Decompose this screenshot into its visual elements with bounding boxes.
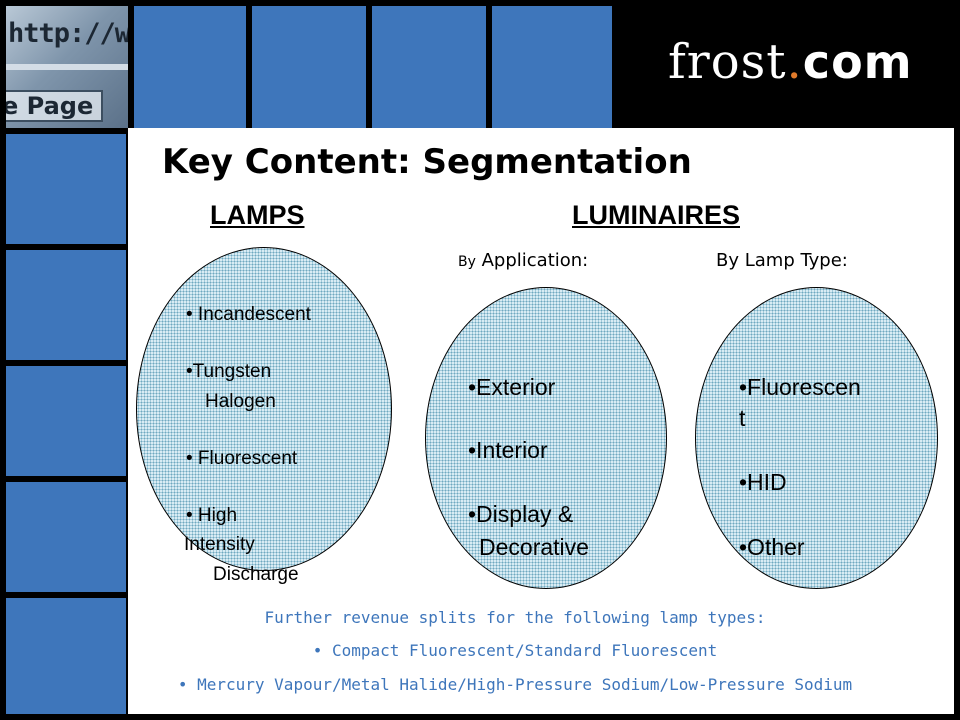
lamps-heading: LAMPS <box>210 200 305 230</box>
list-item: •Fluorescen <box>739 374 861 400</box>
photo-address-bar <box>6 64 128 70</box>
list-item: Halogen <box>205 391 276 412</box>
list-item: t <box>739 405 746 431</box>
list-item: •HID <box>739 469 787 495</box>
list-item: Decorative <box>479 534 589 560</box>
by-application-prefix: By <box>458 254 476 270</box>
header-tile <box>134 6 246 128</box>
list-item: •Display & <box>468 501 574 527</box>
revenue-note-bullet: • Compact Fluorescent/Standard Fluoresce… <box>312 641 718 660</box>
side-tile <box>6 482 126 592</box>
side-tile <box>6 250 126 360</box>
list-item: • Incandescent <box>186 304 311 325</box>
frost-logo: frost.com <box>668 34 913 90</box>
by-application-label: By Application: <box>458 250 588 271</box>
list-item: •Interior <box>468 437 548 463</box>
list-item: Discharge <box>213 564 299 585</box>
slide-title: Key Content: Segmentation <box>162 142 692 182</box>
list-item: •Tungsten <box>186 361 272 382</box>
header-tile <box>492 6 612 128</box>
revenue-note: Further revenue splits for the following… <box>264 608 766 627</box>
logo-suffix: com <box>802 35 913 89</box>
luminaires-heading: LUMINAIRES <box>572 200 740 230</box>
header-tile <box>372 6 486 128</box>
revenue-note-bullet: • Mercury Vapour/Metal Halide/High-Press… <box>177 675 853 694</box>
by-application-text: Application: <box>475 250 589 271</box>
photo-page-text: e Page <box>6 90 104 122</box>
side-tile <box>6 366 126 476</box>
list-item: •Other <box>739 534 805 560</box>
by-lamp-type-label: By Lamp Type: <box>716 250 848 271</box>
logo-panel: frost.com <box>618 6 954 128</box>
header-tile <box>252 6 366 128</box>
list-item: • High <box>186 505 238 526</box>
list-item: • Fluorescent <box>186 448 298 469</box>
lamp-type-oval <box>695 287 938 589</box>
side-tile <box>6 134 126 244</box>
logo-text: frost <box>668 34 787 90</box>
list-item: Intensity <box>184 534 255 555</box>
application-oval <box>425 287 667 589</box>
list-item: •Exterior <box>468 374 556 400</box>
side-tile <box>6 598 126 714</box>
lamps-oval <box>136 247 392 571</box>
photo-url-text: http://w <box>8 18 128 49</box>
logo-dot: . <box>786 34 803 90</box>
browser-photo: http://w e Page <box>6 6 128 128</box>
